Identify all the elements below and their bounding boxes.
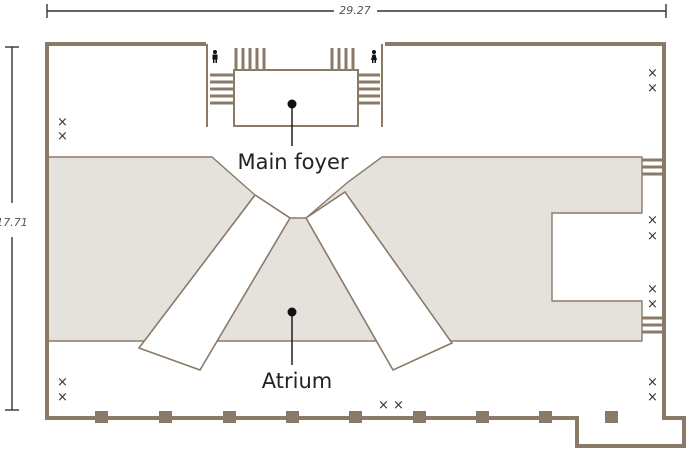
x-mark: ×	[57, 129, 68, 144]
outer-wall	[45, 42, 686, 448]
left-ramp	[137, 193, 292, 371]
x-mark: ×	[378, 398, 389, 413]
atrium-label: Atrium	[262, 369, 332, 393]
column	[349, 411, 362, 423]
main-foyer-marker: Main foyer	[237, 99, 349, 174]
width-dimension-label: 29.27	[339, 4, 371, 17]
x-mark: ×	[57, 390, 68, 405]
width-dimension: 29.27	[46, 4, 667, 18]
x-mark: ×	[647, 297, 658, 312]
right-side-stairs-lower	[642, 316, 664, 334]
columns	[95, 411, 618, 423]
column	[286, 411, 299, 423]
right-ramp	[304, 190, 454, 372]
height-dimension-label: 17.71	[0, 216, 28, 229]
x-mark: ×	[647, 390, 658, 405]
restroom-person-icon	[371, 50, 377, 63]
x-mark: ×	[647, 213, 658, 228]
column	[476, 411, 489, 423]
atrium-marker: Atrium	[262, 307, 332, 393]
x-mark: ×	[647, 282, 658, 297]
column	[605, 411, 618, 423]
column	[539, 411, 552, 423]
cross-markers: × × × × × × × × × × × × × ×	[57, 66, 658, 413]
x-mark: ×	[393, 398, 404, 413]
right-side-stairs-upper	[642, 158, 664, 176]
height-dimension: 17.71	[0, 46, 28, 411]
column	[159, 411, 172, 423]
column	[95, 411, 108, 423]
x-mark: ×	[647, 375, 658, 390]
column	[223, 411, 236, 423]
x-mark: ×	[647, 81, 658, 96]
x-mark: ×	[57, 115, 68, 130]
x-mark: ×	[57, 375, 68, 390]
column	[413, 411, 426, 423]
main-foyer-label: Main foyer	[237, 150, 348, 174]
restroom-person-icon	[212, 50, 218, 63]
foyer-platform	[233, 69, 359, 127]
x-mark: ×	[647, 229, 658, 244]
entrance-stairs	[206, 44, 383, 127]
x-mark: ×	[647, 66, 658, 81]
